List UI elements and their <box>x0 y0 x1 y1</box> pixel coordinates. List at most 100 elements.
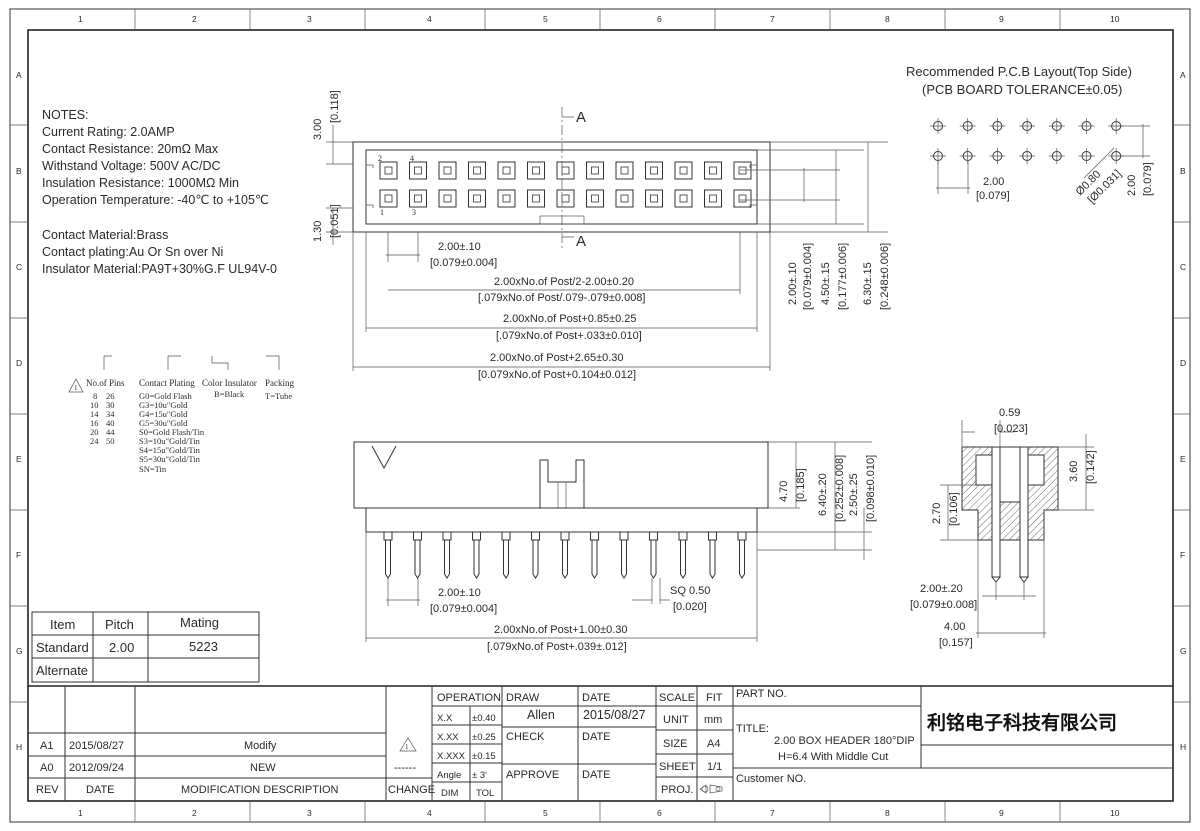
pcb-hole-cross <box>989 118 1006 134</box>
col-label: 3 <box>307 808 312 818</box>
dim-text: 2.00xNo.of Post/2-2.00±0.20 <box>494 276 634 288</box>
plating-item: SN=Tin <box>139 464 167 474</box>
dim-text: 2.50±.25 <box>848 473 860 516</box>
pin-square <box>384 194 393 203</box>
pin-leg <box>621 540 627 579</box>
unit-label: UNIT <box>663 714 689 726</box>
dim-text: 0.59 <box>999 407 1020 419</box>
pin-square <box>650 194 658 203</box>
row-label: B <box>16 166 22 176</box>
col-label: 6 <box>657 808 662 818</box>
pin-cavity <box>586 161 604 180</box>
rev-date: 2015/08/27 <box>69 740 124 752</box>
pin-square <box>384 166 393 175</box>
pcb-layout: Recommended P.C.B Layout(Top Side) (PCB … <box>906 64 1154 206</box>
col-label: 5 <box>543 808 548 818</box>
dim-text: 2.00xNo.of Post+1.00±0.30 <box>494 624 628 636</box>
pin-square <box>502 194 511 203</box>
pin-count: 24 <box>90 436 99 446</box>
rev-header: REV <box>36 784 59 796</box>
pin-square <box>414 166 422 175</box>
dim-text: [0.079] <box>1142 162 1154 196</box>
title-label: TITLE: <box>736 723 769 735</box>
col-label: 9 <box>999 808 1004 818</box>
row-label: H <box>1180 742 1186 752</box>
pin-cavity <box>468 161 486 180</box>
pin-count: 44 <box>106 427 115 437</box>
pin-square <box>709 194 717 203</box>
pin-square <box>443 194 452 203</box>
pin-cavity <box>438 189 457 208</box>
pcb-hole-cross <box>1048 148 1065 164</box>
material-line: Insulator Material:PA9T+30%G.F UL94V-0 <box>42 262 277 276</box>
col-label: 9 <box>999 14 1004 24</box>
pin-shoulder <box>619 531 629 541</box>
rev-code: A0 <box>40 762 53 774</box>
scale-label: SCALE <box>659 692 695 704</box>
dim-text: [0.079xNo.of Post+0.104±0.012] <box>478 369 636 381</box>
spec-cell: 5223 <box>189 639 218 654</box>
pin-shoulder <box>560 531 570 541</box>
pin-leg <box>591 540 598 579</box>
pin-square <box>532 166 540 175</box>
dim-text: 2.00xNo.of Post+2.65±0.30 <box>490 352 624 364</box>
pin-count: 40 <box>106 418 115 428</box>
tol-key: X.X <box>437 713 453 724</box>
top-view: 2 4 1 3 A A 3.00 [0.118] 1.30 [0.051] 2.… <box>312 90 891 381</box>
plating-item: S5=30u"Gold/Tin <box>139 454 201 464</box>
plating-label: Contact Plating <box>139 378 195 388</box>
pin-cavity <box>645 161 663 180</box>
pin-leg <box>414 540 421 579</box>
dim-text: 2.70 <box>931 503 943 524</box>
note-line: Insulation Resistance: 1000MΩ Min <box>42 176 239 190</box>
pcb-hole-grid <box>930 118 1125 164</box>
tol-value: ±0.25 <box>472 732 496 743</box>
pin-square <box>738 194 747 203</box>
pin-square <box>620 166 629 175</box>
pin-cavity <box>379 189 398 208</box>
pin-count: 20 <box>90 427 99 437</box>
desc-header: MODIFICATION DESCRIPTION <box>181 784 339 796</box>
rev-date: 2012/09/24 <box>69 762 124 774</box>
pin-leg <box>709 540 716 579</box>
pin-square <box>591 194 599 203</box>
pin-count: 16 <box>90 418 99 428</box>
pin-leg <box>680 540 686 579</box>
pin-count: 26 <box>106 391 115 401</box>
pcb-hole-cross <box>959 118 976 134</box>
sheet-label: SHEET <box>659 761 696 773</box>
row-label: E <box>1180 454 1186 464</box>
pin-shoulder <box>472 531 481 541</box>
dim-text: 4.00 <box>944 621 965 633</box>
pin-cavity <box>409 189 427 208</box>
pin-shoulder <box>413 531 422 541</box>
pin-cavity <box>527 161 545 180</box>
pin-leg <box>503 540 509 579</box>
date-label: DATE <box>582 731 611 743</box>
grid-ticks <box>10 9 1190 822</box>
pin-leg <box>444 540 450 579</box>
pin-cavity <box>556 161 575 180</box>
pcb-title: Recommended P.C.B Layout(Top Side) <box>906 64 1132 79</box>
pin-shoulder <box>737 531 747 541</box>
pin-cavity <box>468 189 486 208</box>
dim-text: 2.00 <box>983 176 1004 188</box>
dim-text: 2.00±.10 <box>438 241 481 253</box>
spec-cell: Standard <box>36 640 89 655</box>
spec-table: Item Pitch Mating Standard 2.00 5223 Alt… <box>31 611 260 683</box>
proj-label: PROJ. <box>661 784 693 796</box>
pin-count: 50 <box>106 436 115 446</box>
dim-text: [0.079] <box>976 190 1010 202</box>
dim-text: [0.079±0.004] <box>430 603 497 615</box>
pin-leg <box>739 540 745 579</box>
pin-count: 30 <box>106 400 115 410</box>
insulator-value: B=Black <box>214 389 245 399</box>
part-block: PART NO. TITLE: 2.00 BOX HEADER 180°DIP … <box>736 688 1117 785</box>
approve-label: APPROVE <box>506 769 559 781</box>
pin-cavity <box>409 161 427 180</box>
pin-square <box>679 194 688 203</box>
title-block-grid <box>28 685 1173 801</box>
pin-cavity <box>527 189 545 208</box>
fit-label: FIT <box>706 692 723 704</box>
